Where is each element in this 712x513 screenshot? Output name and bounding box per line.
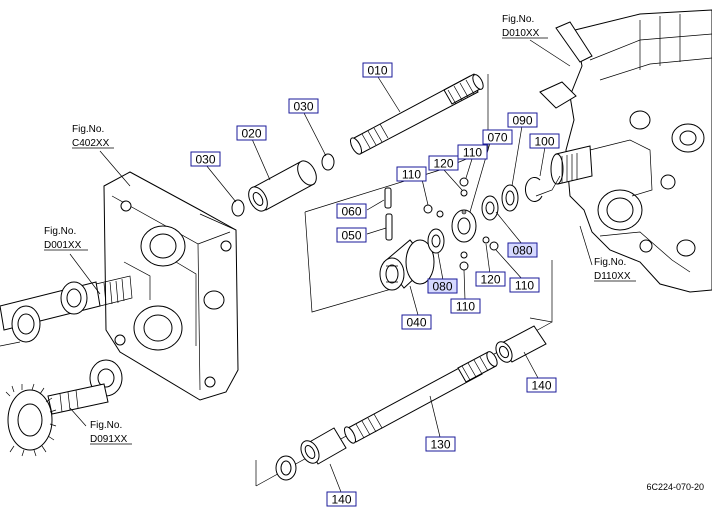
part-060-pin (384, 187, 392, 209)
figref-d001xx[interactable]: Fig.No. D001XX (44, 226, 88, 251)
callout-060[interactable]: 060 (336, 203, 367, 219)
svg-text:110: 110 (515, 279, 534, 293)
callout-070[interactable]: 070 (482, 129, 513, 145)
svg-text:010: 010 (367, 64, 387, 78)
figref-d091xx[interactable]: Fig.No. D091XX (90, 420, 132, 445)
part-080-washer-a (427, 228, 445, 254)
callout-140a[interactable]: 140 (526, 377, 557, 393)
svg-text:120: 120 (480, 273, 500, 287)
callout-090[interactable]: 090 (507, 112, 538, 128)
callout-110c[interactable]: 110 (450, 298, 481, 314)
svg-text:110: 110 (456, 300, 475, 314)
part-030-o-ring-b (321, 153, 335, 171)
svg-text:140: 140 (531, 379, 551, 393)
svg-text:D091XX: D091XX (90, 434, 128, 445)
seal-ring-bottom (275, 455, 297, 481)
transmission-housing (539, 9, 712, 293)
callout-110b[interactable]: 110 (457, 144, 488, 160)
leader-lines (69, 39, 593, 493)
part-140-sleeve-b (300, 427, 347, 465)
svg-text:100: 100 (534, 135, 554, 149)
part-090-thrust-washer (501, 184, 519, 212)
svg-text:110: 110 (402, 168, 421, 182)
figref-d110xx[interactable]: Fig.No. D110XX (594, 257, 636, 282)
part-140-sleeve-a (495, 325, 547, 363)
part-100-snap-ring (524, 176, 543, 202)
part-130-long-shaft (343, 351, 498, 444)
svg-text:080: 080 (432, 280, 452, 294)
part-010-splined-shaft (349, 73, 484, 155)
svg-text:060: 060 (341, 205, 361, 219)
callout-040[interactable]: 040 (401, 314, 432, 330)
figref-c402xx[interactable]: Fig.No. C402XX (72, 124, 114, 149)
part-050-pin (385, 213, 393, 241)
gear-and-bearing (5, 359, 123, 457)
svg-text:Fig.No.: Fig.No. (44, 226, 76, 237)
callout-110a[interactable]: 110 (396, 166, 427, 182)
svg-text:040: 040 (406, 316, 426, 330)
callout-120b[interactable]: 120 (475, 271, 506, 287)
svg-text:090: 090 (512, 114, 532, 128)
part-040-coupling (379, 239, 435, 291)
callout-120a[interactable]: 120 (428, 155, 459, 171)
part-070-hub (451, 209, 477, 243)
callout-020[interactable]: 020 (236, 125, 267, 141)
svg-text:110: 110 (463, 146, 482, 160)
callout-080a[interactable]: 080 (427, 278, 458, 294)
svg-text:Fig.No.: Fig.No. (90, 420, 122, 431)
callout-030b[interactable]: 030 (288, 98, 319, 114)
svg-text:120: 120 (433, 157, 453, 171)
svg-text:Fig.No.: Fig.No. (72, 124, 104, 135)
svg-text:020: 020 (241, 127, 261, 141)
svg-text:030: 030 (195, 153, 215, 167)
callout-030a[interactable]: 030 (190, 151, 221, 167)
svg-text:070: 070 (487, 131, 507, 145)
callout-140b[interactable]: 140 (326, 491, 357, 507)
callout-130[interactable]: 130 (425, 436, 456, 452)
drawing-code: 6C224-070-20 (646, 482, 704, 492)
part-080-washer-b (481, 195, 499, 221)
svg-text:030: 030 (293, 100, 313, 114)
svg-text:D110XX: D110XX (594, 271, 631, 282)
svg-text:Fig.No.: Fig.No. (594, 257, 626, 268)
callout-110d[interactable]: 110 (509, 277, 540, 293)
gear-case (103, 171, 239, 401)
svg-text:050: 050 (341, 229, 361, 243)
svg-text:Fig.No.: Fig.No. (502, 14, 534, 25)
svg-text:130: 130 (430, 438, 450, 452)
input-shaft-assembly (0, 275, 133, 347)
callout-050[interactable]: 050 (336, 227, 367, 243)
svg-text:080: 080 (512, 244, 532, 258)
svg-text:D001XX: D001XX (44, 240, 82, 251)
part-030-o-ring-a (231, 199, 245, 217)
svg-text:C402XX: C402XX (72, 138, 110, 149)
callout-100[interactable]: 100 (529, 133, 560, 149)
svg-text:D010XX: D010XX (502, 28, 540, 39)
part-020-sleeve (248, 160, 317, 212)
callout-080b[interactable]: 080 (507, 242, 538, 258)
svg-text:140: 140 (331, 493, 351, 507)
figref-d010xx[interactable]: Fig.No. D010XX (502, 14, 548, 39)
callout-010[interactable]: 010 (362, 62, 393, 78)
